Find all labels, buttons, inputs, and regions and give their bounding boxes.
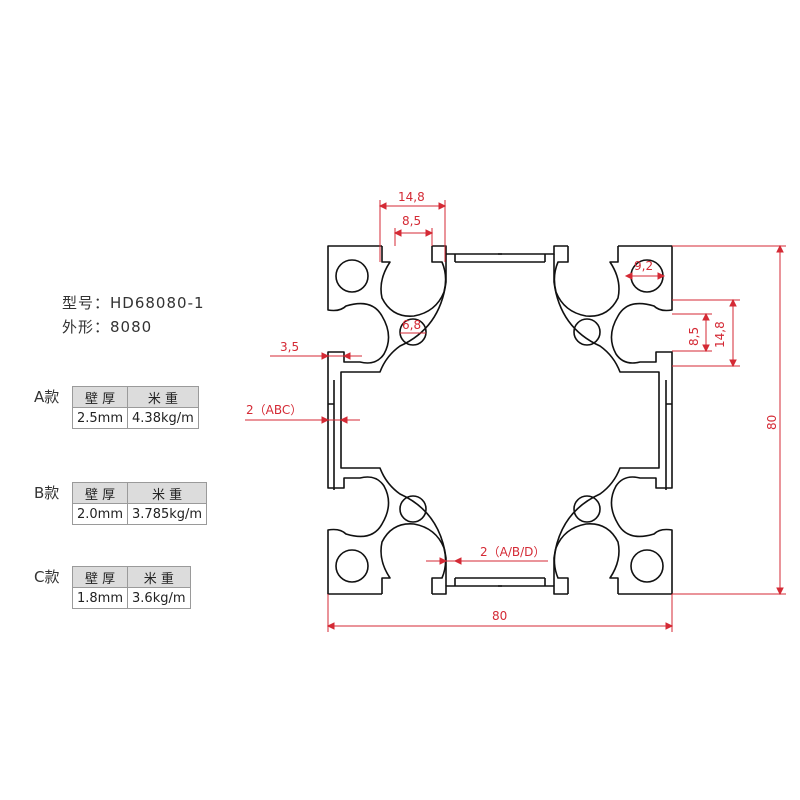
wall-value: 2.0mm [71, 503, 129, 525]
shape-label: 外形： [62, 318, 111, 336]
model-label: 型号： [62, 294, 111, 312]
wall-value: 1.8mm [71, 587, 129, 609]
shape-value: 8080 [110, 318, 153, 336]
weight-value: 3.6kg/m [127, 587, 191, 609]
spec-table: 壁 厚 米 重 2.0mm 3.785kg/m [71, 482, 208, 525]
dim-hole-corner: 9,2 [634, 259, 653, 273]
dim-lip: 3,5 [280, 340, 299, 354]
corner-hole [335, 259, 369, 293]
table-row: 1.8mm 3.6kg/m [71, 587, 191, 609]
dim-slot-outer: 14,8 [398, 190, 425, 204]
wall-header: 壁 厚 [71, 566, 129, 588]
weight-value: 3.785kg/m [127, 503, 208, 525]
weight-header: 米 重 [127, 386, 199, 408]
wall-header: 壁 厚 [71, 482, 129, 504]
weight-header: 米 重 [127, 566, 191, 588]
shape-line: 外形：8080 [62, 316, 152, 337]
wall-header: 壁 厚 [71, 386, 129, 408]
dim-wall-abc: 2（ABC） [246, 403, 302, 417]
model-value: HD68080-1 [110, 294, 205, 312]
table-header-row: 壁 厚 米 重 [71, 566, 191, 588]
table-row: 2.5mm 4.38kg/m [71, 407, 199, 429]
dim-width: 80 [492, 609, 507, 623]
dim-side-slot-inner: 8,5 [687, 327, 701, 346]
wall-value: 2.5mm [71, 407, 129, 429]
weight-value: 4.38kg/m [127, 407, 199, 429]
dim-side-slot-outer: 14,8 [713, 321, 727, 348]
small-hole [573, 495, 601, 523]
profile-holes [335, 259, 664, 583]
dim-wall-abd: 2（A/B/D） [480, 545, 545, 559]
table-header-row: 壁 厚 米 重 [71, 386, 199, 408]
dim-height: 80 [765, 415, 779, 430]
corner-hole [335, 549, 369, 583]
profile-outline [327, 245, 673, 595]
variant-letter: A款 [34, 388, 60, 406]
spec-table: 壁 厚 米 重 1.8mm 3.6kg/m [71, 566, 191, 609]
variant-letter: B款 [34, 484, 60, 502]
small-hole [399, 318, 427, 346]
spec-table: 壁 厚 米 重 2.5mm 4.38kg/m [71, 386, 199, 429]
variant-letter: C款 [34, 568, 60, 586]
dim-hole-small: 6,8 [402, 318, 421, 332]
small-hole [399, 495, 427, 523]
model-line: 型号：HD68080-1 [62, 292, 205, 313]
dimension-lines [245, 200, 786, 632]
table-row: 2.0mm 3.785kg/m [71, 503, 208, 525]
dim-slot-inner: 8,5 [402, 214, 421, 228]
small-hole [573, 318, 601, 346]
corner-hole [630, 549, 664, 583]
